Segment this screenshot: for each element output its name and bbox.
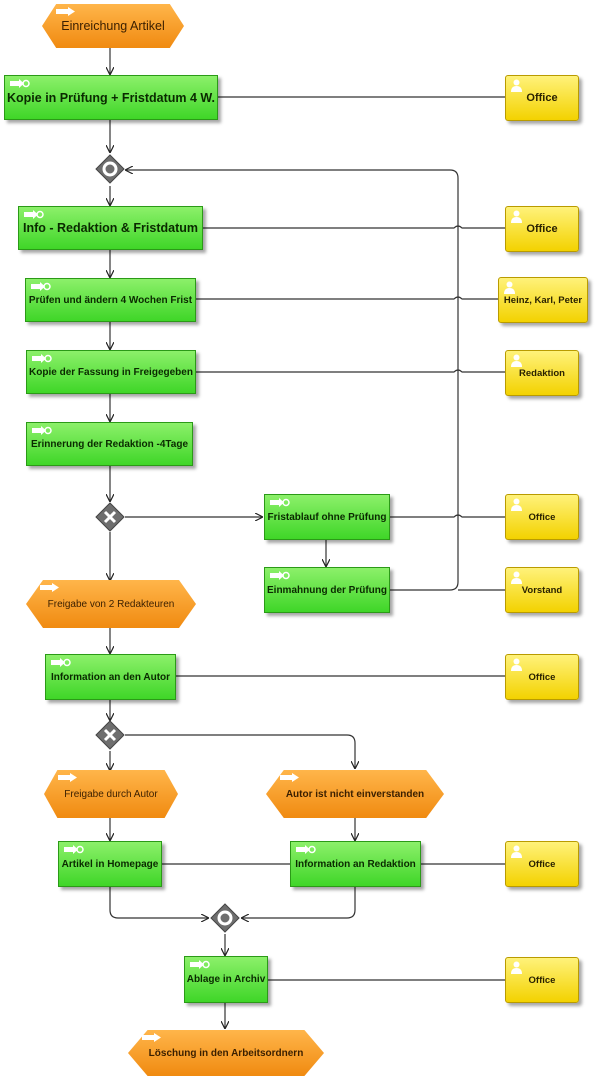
event-icon bbox=[56, 7, 75, 16]
gateway-or-final-join bbox=[210, 903, 240, 933]
flow-split-to-disagree bbox=[125, 734, 355, 768]
gateway-xor-reminder-split bbox=[95, 502, 125, 532]
org-label: Office bbox=[526, 92, 558, 104]
org-label: Vorstand bbox=[521, 584, 563, 596]
event-label: Freigabe durch Autor bbox=[64, 788, 158, 800]
event-icon bbox=[280, 773, 299, 782]
function-deadline-expired: Fristablauf ohne Prüfung bbox=[264, 494, 390, 540]
event-approval-author: Freigabe durch Autor bbox=[44, 770, 178, 818]
person-icon bbox=[511, 571, 522, 584]
org-editorial: Redaktion bbox=[505, 350, 579, 396]
function-label: Erinnerung der Redaktion -4Tage bbox=[30, 438, 189, 450]
org-people: Heinz, Karl, Peter bbox=[498, 277, 588, 323]
org-label: Heinz, Karl, Peter bbox=[503, 294, 583, 306]
person-icon bbox=[511, 658, 522, 671]
org-office-4: Office bbox=[505, 654, 579, 700]
function-icon bbox=[32, 354, 52, 363]
function-label: Info - Redaktion & Fristdatum bbox=[23, 221, 198, 235]
function-article-homepage: Artikel in Homepage bbox=[58, 841, 162, 887]
person-icon bbox=[511, 498, 522, 511]
function-info-editorial-2: Information an Redaktion bbox=[290, 841, 421, 887]
function-copy-review: Kopie in Prüfung + Fristdatum 4 W. bbox=[4, 75, 218, 120]
org-label: Redaktion bbox=[519, 367, 565, 379]
assoc-review-people bbox=[196, 296, 498, 300]
function-icon bbox=[31, 282, 51, 291]
gateway-or-loop-join bbox=[95, 154, 125, 184]
org-label: Office bbox=[528, 511, 556, 523]
function-icon bbox=[270, 498, 290, 507]
function-dunning: Einmahnung der Prüfung bbox=[264, 567, 390, 613]
event-label: Autor ist nicht einverstanden bbox=[285, 788, 425, 800]
event-label: Löschung in den Arbeitsordnern bbox=[148, 1047, 304, 1059]
event-icon bbox=[58, 773, 77, 782]
function-label: Fristablauf ohne Prüfung bbox=[267, 511, 387, 523]
function-icon bbox=[24, 210, 44, 219]
org-label: Office bbox=[528, 974, 556, 986]
event-label: Freigabe von 2 Redakteuren bbox=[47, 598, 175, 610]
function-icon bbox=[190, 960, 210, 969]
gateway-xor-author-split bbox=[95, 720, 125, 750]
event-label: Einreichung Artikel bbox=[61, 19, 165, 33]
function-label: Information an Redaktion bbox=[295, 858, 416, 870]
function-icon bbox=[10, 79, 30, 88]
function-label: Ablage in Archiv bbox=[186, 974, 266, 985]
function-label: Artikel in Homepage bbox=[61, 858, 159, 870]
function-label: Prüfen und ändern 4 Wochen Frist bbox=[28, 294, 193, 306]
assoc-info-office bbox=[203, 225, 505, 229]
event-approval-two-editors: Freigabe von 2 Redakteuren bbox=[26, 580, 196, 628]
event-end: Löschung in den Arbeitsordnern bbox=[128, 1030, 324, 1076]
org-office-1: Office bbox=[505, 75, 579, 121]
person-icon bbox=[511, 354, 522, 367]
event-icon bbox=[40, 583, 59, 592]
flow-info-red-to-join bbox=[242, 887, 356, 918]
org-label: Office bbox=[528, 858, 556, 870]
assoc-release-editorial bbox=[196, 369, 505, 373]
person-icon bbox=[504, 281, 515, 294]
person-icon bbox=[511, 845, 522, 858]
event-author-disagrees: Autor ist nicht einverstanden bbox=[266, 770, 444, 818]
person-icon bbox=[511, 961, 522, 974]
person-icon bbox=[511, 79, 522, 92]
event-start: Einreichung Artikel bbox=[42, 4, 184, 48]
function-review-change: Prüfen und ändern 4 Wochen Frist bbox=[25, 278, 196, 322]
person-icon bbox=[511, 210, 522, 223]
function-label: Information an den Autor bbox=[50, 671, 171, 683]
org-office-6: Office bbox=[505, 957, 579, 1003]
function-icon bbox=[270, 571, 290, 580]
org-label: Office bbox=[528, 671, 556, 683]
function-label: Einmahnung der Prüfung bbox=[267, 584, 387, 596]
function-icon bbox=[64, 845, 84, 854]
function-icon bbox=[296, 845, 316, 854]
function-label: Kopie der Fassung in Freigegeben bbox=[29, 366, 193, 378]
org-label: Office bbox=[526, 223, 558, 235]
function-info-editorial: Info - Redaktion & Fristdatum bbox=[18, 206, 203, 250]
org-office-2: Office bbox=[505, 206, 579, 252]
event-icon bbox=[142, 1033, 161, 1042]
org-board: Vorstand bbox=[505, 567, 579, 613]
function-label: Kopie in Prüfung + Fristdatum 4 W. bbox=[7, 90, 215, 105]
assoc-expired-office bbox=[390, 514, 505, 518]
function-reminder: Erinnerung der Redaktion -4Tage bbox=[26, 422, 193, 466]
function-archive: Ablage in Archiv bbox=[184, 956, 268, 1003]
flow-dunning-loop-back bbox=[126, 170, 459, 591]
function-icon bbox=[51, 658, 71, 667]
function-copy-release: Kopie der Fassung in Freigegeben bbox=[26, 350, 196, 394]
flow-homepage-to-join bbox=[109, 887, 208, 918]
function-info-author: Information an den Autor bbox=[45, 654, 176, 700]
function-icon bbox=[32, 426, 52, 435]
org-office-3: Office bbox=[505, 494, 579, 540]
org-office-5: Office bbox=[505, 841, 579, 887]
